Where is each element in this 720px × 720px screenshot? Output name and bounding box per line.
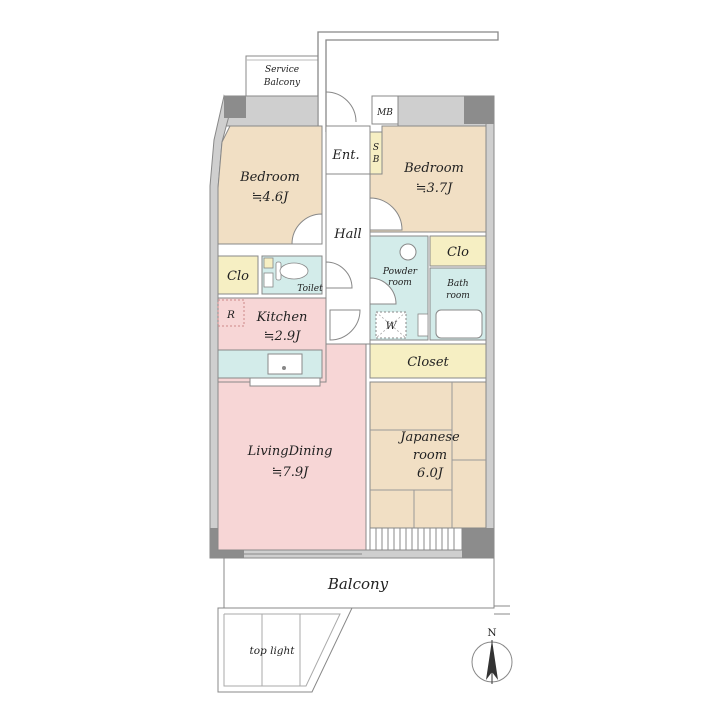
closet-right: Clo [429, 235, 487, 267]
toilet-door [325, 261, 353, 289]
entrance-label: Ent. [331, 148, 359, 163]
kitchen-door [329, 309, 361, 341]
japanese-room-name-2: room [413, 448, 447, 463]
refrigerator-label: R [226, 309, 235, 321]
closet-left: Clo [217, 255, 259, 295]
closet-long: Closet [369, 343, 487, 379]
shoe-box-label-s: S [373, 143, 379, 153]
entrance-door [325, 91, 357, 123]
bedroom-left-size: ≒4.6J [252, 190, 290, 205]
kitchen-name: Kitchen [256, 310, 308, 325]
top-light: top light [217, 607, 353, 693]
bath-room-label-2: room [446, 291, 470, 301]
toilet-bowl [279, 262, 309, 280]
bedroom-left: Bedroom ≒4.6J [217, 125, 323, 245]
compass: N [471, 627, 513, 684]
shoe-box [369, 131, 383, 175]
service-balcony-label-2: Balcony [263, 78, 301, 88]
bedroom-right-name: Bedroom [403, 161, 464, 176]
pillar-br [462, 528, 494, 558]
bedroom-right-door [369, 197, 403, 231]
japanese-room: Japanese room 6.0J [369, 381, 487, 551]
washer-label: W [386, 320, 398, 332]
kitchen-size: ≒2.9J [264, 329, 302, 344]
bedroom-right: Bedroom ≒3.7J [369, 125, 487, 233]
balcony-label: Balcony [327, 575, 389, 593]
refrigerator [217, 299, 245, 327]
kitchen-sink [267, 353, 303, 375]
hall: Ent. S B Hall [325, 91, 383, 345]
pillar-tl [224, 96, 246, 118]
bathtub [435, 309, 483, 339]
powder-room-label-2: room [388, 278, 412, 288]
japanese-room-screen [369, 527, 463, 551]
compass-north-label: N [487, 627, 496, 639]
bedroom-left-door [291, 213, 323, 245]
meter-box-label: MB [376, 108, 393, 118]
top-light-label: top light [249, 645, 295, 657]
closet-long-label: Closet [407, 355, 449, 370]
closet-right-label: Clo [447, 245, 469, 260]
bedroom-right-size: ≒3.7J [416, 181, 454, 196]
corridor-wall [317, 31, 499, 132]
living-dining: LivingDining ≒7.9J [217, 343, 367, 555]
pillar-tr [464, 96, 494, 124]
closet-left-label: Clo [227, 269, 249, 284]
balcony: Balcony [223, 557, 510, 615]
shoe-box-label-b: B [372, 155, 380, 165]
living-dining-name: LivingDining [247, 444, 333, 459]
toilet-label: Toilet [297, 284, 323, 294]
japanese-room-name-1: Japanese [397, 430, 460, 445]
bath-room-label-1: Bath [446, 279, 468, 289]
service-balcony: Service Balcony [245, 55, 319, 99]
powder-room-label-1: Powder [382, 267, 418, 277]
bedroom-left-name: Bedroom [239, 170, 300, 185]
hall-label: Hall [333, 227, 361, 242]
powder-door [369, 277, 397, 305]
service-balcony-label-1: Service [265, 65, 299, 75]
japanese-room-size: 6.0J [417, 466, 444, 481]
toilet-room: Toilet [261, 255, 323, 295]
kitchen: R Kitchen ≒2.9J [217, 297, 327, 387]
living-dining-size: ≒7.9J [272, 465, 310, 480]
bath-room: Bath room [417, 267, 487, 341]
sink [399, 243, 417, 261]
